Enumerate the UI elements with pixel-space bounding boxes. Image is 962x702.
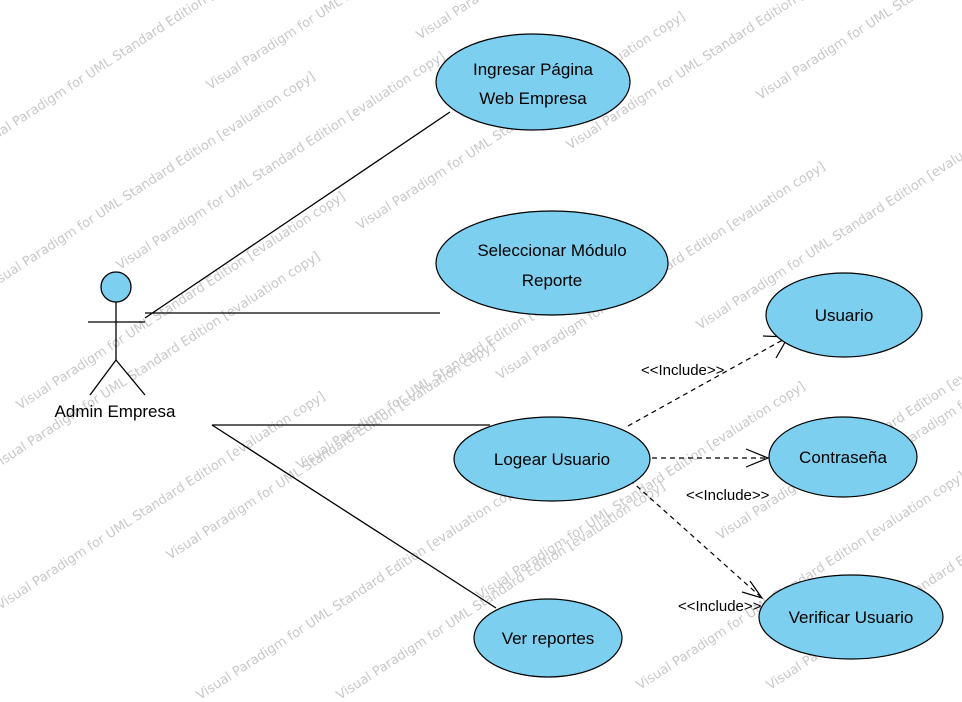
arrowhead <box>745 448 770 468</box>
use-case-label-line1: Seleccionar Módulo <box>477 241 626 260</box>
actor-head <box>100 271 132 303</box>
watermark: Visual Paradigm for UML Standard Edition… <box>0 0 308 153</box>
use-case-ingresar-pagina[interactable]: Ingresar Página Web Empresa <box>435 33 631 131</box>
use-case-ellipse <box>435 210 669 316</box>
watermark: Visual Paradigm for UML Standard Edition… <box>754 0 962 103</box>
include-label: <<Include>> <box>641 362 725 379</box>
include-line <box>629 479 763 599</box>
association-ver <box>211 424 497 609</box>
include-line <box>627 336 789 427</box>
use-case-verificar-usuario[interactable]: Verificar Usuario <box>758 574 944 660</box>
include-label: <<Include>> <box>686 487 770 504</box>
use-case-label: Ver reportes <box>502 629 595 648</box>
use-case-ellipse <box>765 272 923 358</box>
association-ingresar <box>144 111 451 319</box>
include-contrasena-dependency: <<Include>> <box>652 448 770 504</box>
use-case-ellipse <box>435 33 631 131</box>
use-case-usuario[interactable]: Usuario <box>765 272 923 358</box>
use-case-label: Logear Usuario <box>494 450 610 469</box>
actor-leg-left <box>89 359 117 396</box>
actor-leg-right <box>115 359 146 396</box>
use-case-logear-usuario[interactable]: Logear Usuario <box>453 416 651 502</box>
use-case-ellipse <box>453 416 651 502</box>
use-case-ellipse <box>768 416 918 498</box>
use-case-ver-reportes[interactable]: Ver reportes <box>473 598 623 678</box>
include-label: <<Include>> <box>678 598 762 615</box>
arrowhead <box>741 580 764 600</box>
use-case-label-line2: Web Empresa <box>479 89 587 108</box>
use-case-label-line1: Ingresar Página <box>473 60 594 79</box>
use-case-label-line2: Reporte <box>522 271 582 290</box>
use-case-ellipse <box>758 574 944 660</box>
use-case-label: Verificar Usuario <box>789 608 914 627</box>
use-case-ellipse <box>473 598 623 678</box>
include-verificar-dependency: <<Include>> <box>629 479 764 615</box>
use-case-label: Contraseña <box>799 448 887 467</box>
use-case-contrasena[interactable]: Contraseña <box>768 416 918 498</box>
actor-admin-empresa[interactable]: Admin Empresa <box>55 271 176 421</box>
use-case-seleccionar-modulo[interactable]: Seleccionar Módulo Reporte <box>435 210 669 316</box>
watermark: Visual Paradigm for UML Standard Edition… <box>414 0 748 43</box>
actor-name: Admin Empresa <box>55 402 176 421</box>
watermark: Visual Paradigm for UML Standard Edition… <box>0 249 323 473</box>
include-usuario-dependency: <<Include>> <box>627 335 790 427</box>
use-case-label: Usuario <box>815 306 874 325</box>
